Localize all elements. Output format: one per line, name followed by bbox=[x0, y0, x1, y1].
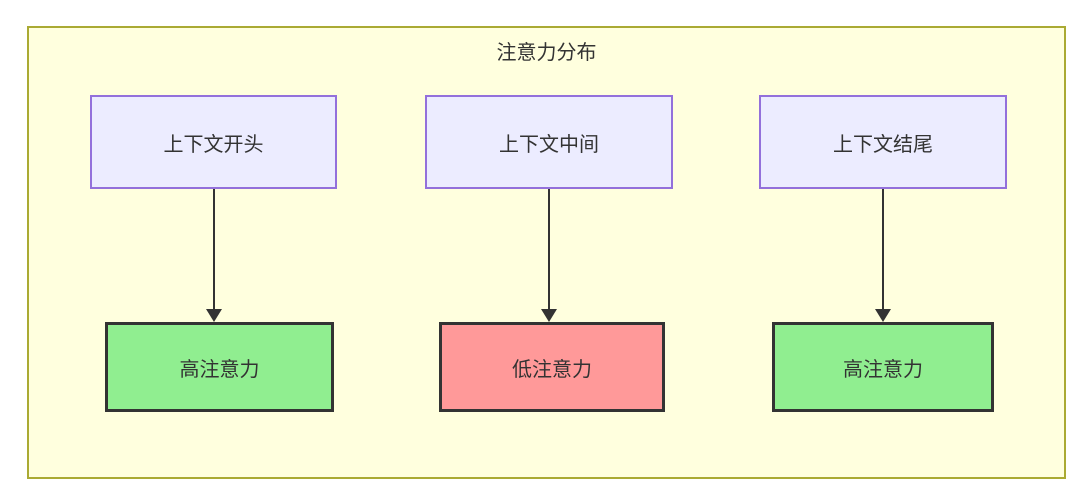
arrow-context-start-to-high-attention bbox=[206, 189, 222, 322]
node-context-start: 上下文开头 bbox=[90, 95, 337, 189]
node-high-attention-left-label: 高注意力 bbox=[179, 358, 260, 381]
arrow-context-middle-to-low-attention bbox=[541, 189, 557, 322]
attention-distribution-subgraph: 注意力分布 上下文开头 上下文中间 上下文结尾 高注意力 低注意力 bbox=[27, 26, 1066, 479]
node-context-middle: 上下文中间 bbox=[425, 95, 673, 189]
diagram-title: 注意力分布 bbox=[496, 42, 597, 64]
arrow-shaft bbox=[213, 189, 215, 309]
node-context-start-label: 上下文开头 bbox=[163, 133, 264, 156]
node-high-attention-right: 高注意力 bbox=[772, 322, 994, 412]
arrowhead-icon bbox=[875, 309, 891, 322]
node-low-attention: 低注意力 bbox=[439, 322, 665, 412]
arrowhead-icon bbox=[206, 309, 222, 322]
arrow-context-end-to-high-attention bbox=[875, 189, 891, 322]
node-context-middle-label: 上下文中间 bbox=[499, 133, 599, 156]
node-high-attention-left: 高注意力 bbox=[105, 322, 334, 412]
arrow-shaft bbox=[548, 189, 550, 309]
node-high-attention-right-label: 高注意力 bbox=[843, 358, 923, 381]
arrow-shaft bbox=[882, 189, 884, 309]
node-context-end-label: 上下文结尾 bbox=[833, 133, 933, 156]
arrowhead-icon bbox=[541, 309, 557, 322]
node-context-end: 上下文结尾 bbox=[759, 95, 1007, 189]
node-low-attention-label: 低注意力 bbox=[512, 358, 592, 381]
